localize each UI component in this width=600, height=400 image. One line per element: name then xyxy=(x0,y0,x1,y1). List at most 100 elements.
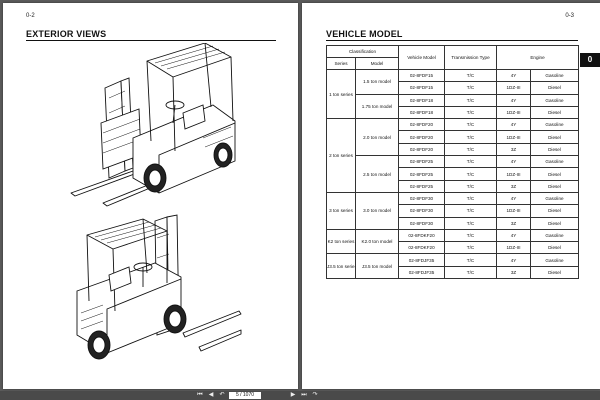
engine-cell: 4Y xyxy=(496,191,531,206)
series-cell: 1 ton series xyxy=(326,68,356,120)
engine-cell: 3Z xyxy=(496,142,531,157)
transmission-cell: T/C xyxy=(444,130,497,144)
fuel-cell: Diesel xyxy=(530,130,579,144)
previous-page-icon[interactable]: ◀ xyxy=(208,392,214,398)
model-cell: J3.5 ton model xyxy=(355,253,399,280)
header-vehicle-model: Vehicle Model xyxy=(398,45,445,70)
series-cell: 2 ton series xyxy=(326,118,356,193)
title-rule xyxy=(326,40,578,41)
page-indicator[interactable]: 5 / 1070 xyxy=(229,392,261,399)
engine-cell: 1DZ-III xyxy=(496,167,531,181)
next-page-icon[interactable]: ▶ xyxy=(290,392,296,398)
vehicle-model-cell: 02-8FDF18 xyxy=(398,105,445,120)
vehicle-model-cell: 02-8FDJF35 xyxy=(398,253,445,267)
model-cell: 2.0 ton model xyxy=(355,118,399,157)
fuel-cell: Gasoline xyxy=(530,155,579,169)
first-page-icon[interactable]: ⏮ xyxy=(197,392,203,398)
transmission-cell: T/C xyxy=(444,228,497,243)
viewer-toolbar: ⏮ ◀ ↶ 5 / 1070 ▶ ⏭ ↷ xyxy=(0,391,600,400)
vehicle-model-cell: 02-8FDF25 xyxy=(398,155,445,169)
back-icon[interactable]: ↶ xyxy=(219,392,225,398)
model-cell: 2.5 ton model xyxy=(355,155,399,193)
fuel-cell: Diesel xyxy=(530,142,579,157)
model-cell: 3.0 ton model xyxy=(355,191,399,230)
transmission-cell: T/C xyxy=(444,93,497,107)
engine-cell: 4Y xyxy=(496,228,531,243)
engine-cell: 1DZ-III xyxy=(496,204,531,218)
vehicle-model-cell: 02-8FDF20 xyxy=(398,142,445,157)
transmission-cell: T/C xyxy=(444,68,497,83)
page-title: EXTERIOR VIEWS xyxy=(26,29,107,39)
header-engine: Engine xyxy=(496,45,579,70)
forklift-illustration-rear xyxy=(70,43,236,207)
engine-cell: 1DZ-III xyxy=(496,241,531,255)
header-classification: Classification xyxy=(326,45,399,58)
chapter-tab[interactable]: 0 xyxy=(580,53,600,67)
vehicle-model-cell: 02-8FDKF20 xyxy=(398,241,445,255)
fuel-cell: Diesel xyxy=(530,105,579,120)
transmission-cell: T/C xyxy=(444,204,497,218)
vehicle-model-cell: 02-8FDF30 xyxy=(398,191,445,206)
header-transmission: Transmission Type xyxy=(444,45,497,70)
vehicle-model-cell: 02-8FDF30 xyxy=(398,216,445,230)
engine-cell: 3Z xyxy=(496,179,531,193)
vehicle-model-cell: 02-8FDF20 xyxy=(398,118,445,132)
forklift-illustration-front xyxy=(76,214,242,360)
page-number: 0-2 xyxy=(26,13,35,19)
title-rule xyxy=(26,40,276,41)
forward-icon[interactable]: ↷ xyxy=(312,392,318,398)
engine-cell: 4Y xyxy=(496,253,531,267)
table-subheader-row: Series Model xyxy=(326,57,579,70)
engine-cell: 4Y xyxy=(496,118,531,132)
fuel-cell: Diesel xyxy=(530,179,579,193)
vehicle-model-cell: 02-8FDKF20 xyxy=(398,228,445,243)
transmission-cell: T/C xyxy=(444,241,497,255)
fuel-cell: Gasoline xyxy=(530,93,579,107)
fuel-cell: Diesel xyxy=(530,265,579,280)
fuel-cell: Gasoline xyxy=(530,118,579,132)
engine-cell: 1DZ-III xyxy=(496,105,531,120)
engine-cell: 3Z xyxy=(496,265,531,280)
engine-cell: 4Y xyxy=(496,68,531,83)
transmission-cell: T/C xyxy=(444,105,497,120)
transmission-cell: T/C xyxy=(444,142,497,157)
fuel-cell: Diesel xyxy=(530,216,579,230)
series-cell: K2 ton series xyxy=(326,228,356,255)
fuel-cell: Gasoline xyxy=(530,191,579,206)
transmission-cell: T/C xyxy=(444,118,497,132)
series-cell: J3.5 ton series xyxy=(326,253,356,280)
model-cell: 1.75 ton model xyxy=(355,93,399,120)
transmission-cell: T/C xyxy=(444,191,497,206)
vehicle-model-cell: 02-8FDJF35 xyxy=(398,265,445,280)
engine-cell: 4Y xyxy=(496,93,531,107)
transmission-cell: T/C xyxy=(444,167,497,181)
page-title: VEHICLE MODEL xyxy=(326,29,403,39)
vehicle-model-cell: 02-8FDF30 xyxy=(398,204,445,218)
table-header-row: Classification Vehicle Model Transmissio… xyxy=(326,45,579,70)
vehicle-model-table: Classification Vehicle Model Transmissio… xyxy=(326,45,579,280)
right-page: 0-3 VEHICLE MODEL 0 Classification Vehic… xyxy=(302,3,600,389)
fuel-cell: Diesel xyxy=(530,241,579,255)
header-series: Series xyxy=(326,57,356,70)
transmission-cell: T/C xyxy=(444,265,497,280)
vehicle-model-cell: 02-8FDF15 xyxy=(398,81,445,95)
fuel-cell: Diesel xyxy=(530,204,579,218)
model-cell: 1.5 ton model xyxy=(355,69,399,95)
transmission-cell: T/C xyxy=(444,216,497,230)
fuel-cell: Gasoline xyxy=(530,253,579,267)
vehicle-model-cell: 02-8FDF25 xyxy=(398,167,445,181)
last-page-icon[interactable]: ⏭ xyxy=(301,392,307,398)
